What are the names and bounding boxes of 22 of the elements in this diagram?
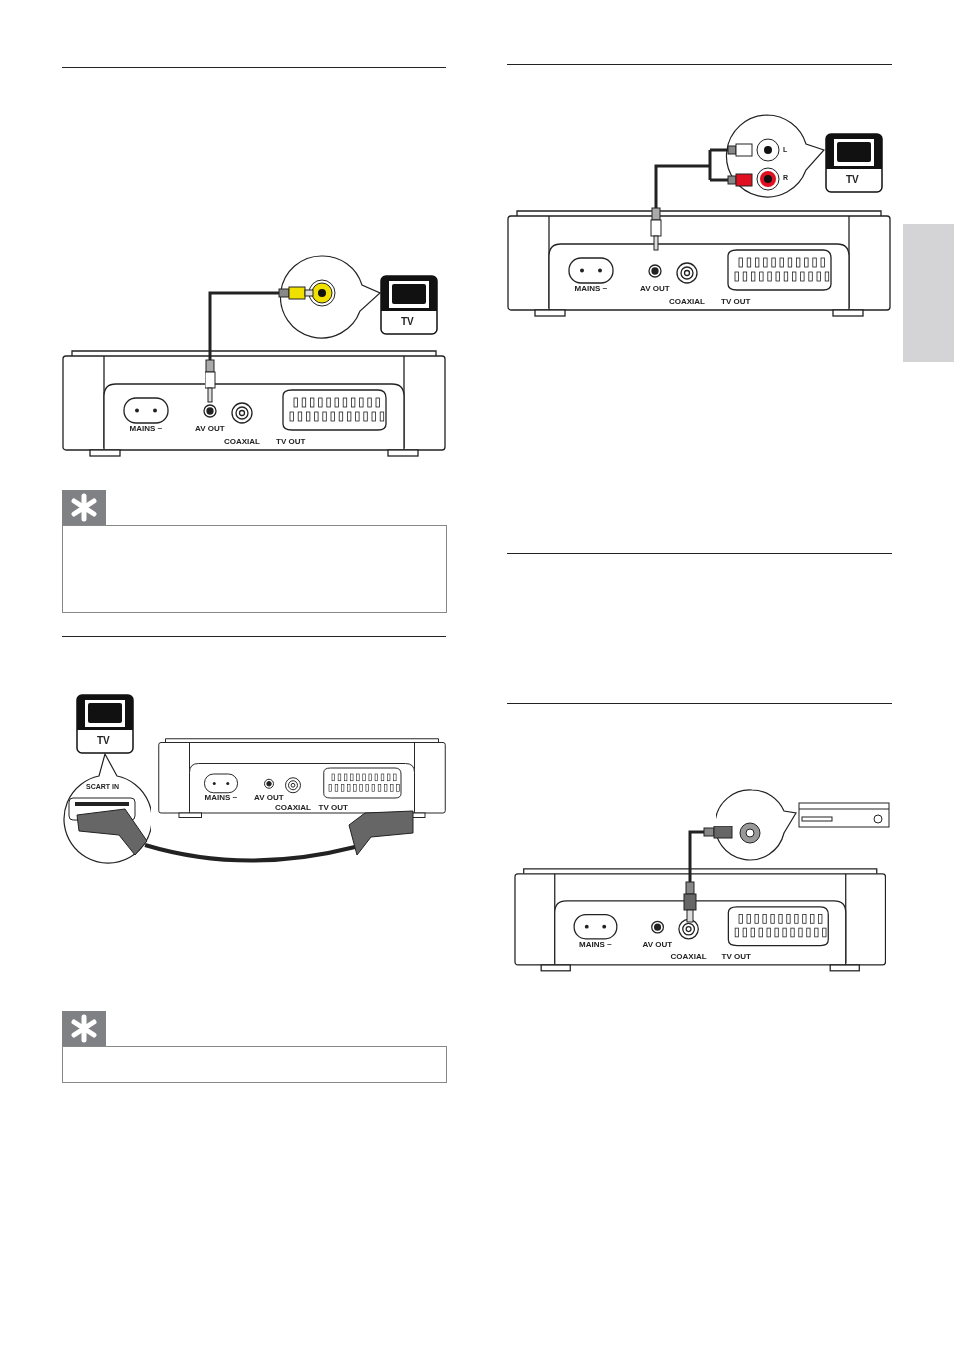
port-label: COAXIAL — [670, 953, 707, 962]
side-tab — [903, 224, 954, 362]
tip-box — [62, 525, 447, 613]
port-label: MAINS ~ — [574, 285, 608, 293]
port-label: TV OUT — [318, 804, 348, 812]
port-label: AV OUT — [195, 425, 225, 433]
tv-label: TV — [846, 175, 859, 185]
tv-label: TV — [401, 317, 414, 327]
port-label: TV OUT — [721, 298, 751, 306]
tip-box — [62, 1046, 447, 1083]
port-label: MAINS ~ — [578, 940, 612, 949]
port-label: MAINS ~ — [204, 794, 238, 803]
port-label: AV OUT — [642, 940, 673, 949]
port-label: AV OUT — [254, 794, 284, 803]
port-label: MAINS ~ — [129, 425, 163, 433]
port-label: COAXIAL — [669, 298, 705, 306]
port-label: TV OUT — [721, 953, 751, 962]
port-label: COAXIAL — [224, 438, 260, 446]
port-label: AV OUT — [640, 285, 670, 293]
port-label: TV OUT — [276, 438, 306, 446]
tv-label: TV — [97, 736, 110, 746]
port-label: COAXIAL — [275, 804, 311, 812]
